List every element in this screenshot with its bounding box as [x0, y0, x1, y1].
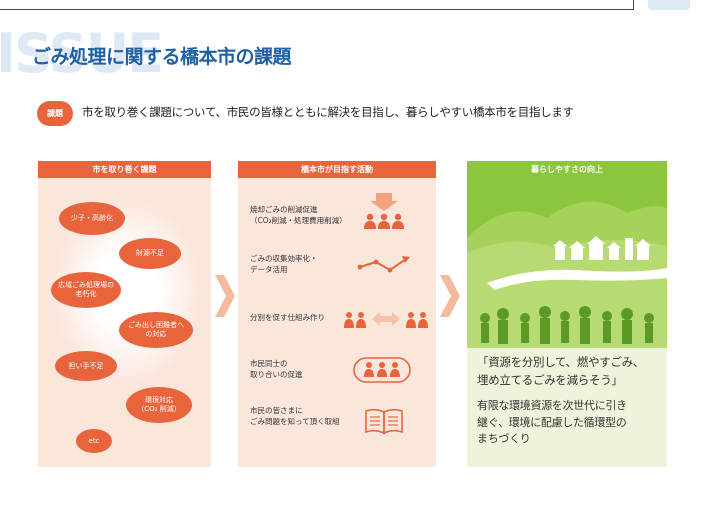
- top-corner-tab: [648, 0, 690, 10]
- activity-label: 市民の皆さまに ごみ問題を知って頂く取組: [250, 406, 340, 426]
- outcome-panel: 暮らしやすさの向上 「資源を分別して、燃やすごみ、 埋め立てるごみを減らそう」 …: [467, 161, 667, 467]
- town-illustration: [467, 178, 667, 348]
- exchange-icon: [344, 312, 428, 328]
- activities-heading: 橋本市が目指す活動: [238, 161, 436, 178]
- activity-label: 焼却ごみの削減促進 （CO₂削減・処理費用削減）: [250, 205, 347, 225]
- line-graph-icon: [357, 256, 410, 273]
- outcome-heading: 暮らしやすさの向上: [467, 161, 667, 178]
- issue-bubble: 環境対応 （CO₂ 削減）: [126, 387, 192, 423]
- outcome-description: 有限な環境資源を次世代に引き 継ぐ、環境に配慮した循環型の まちづくり: [477, 399, 627, 445]
- chevron-right-icon: [215, 275, 235, 317]
- issue-bubble: 広域ごみ処理場の 老朽化: [51, 272, 121, 308]
- activities-panel: 橋本市が目指す活動 焼却ごみの削減促進 （CO₂削減・処理費用削減） ごみの収集…: [238, 161, 436, 467]
- issue-bubble: ごみ出し困難者へ の対応: [119, 312, 193, 348]
- book-icon: [365, 408, 403, 435]
- page-title: ごみ処理に関する橋本市の課題: [32, 46, 292, 68]
- issues-panel: 市を取り巻く課題 少子・高齢化 財源不足 広域ごみ処理場の 老朽化 ごみ出し困難…: [38, 161, 211, 467]
- activity-label: ごみの収集効率化・ データ活用: [250, 254, 318, 274]
- people-reduction-icon: [364, 193, 404, 229]
- activity-label: 分別を促す仕組み作り: [250, 313, 325, 322]
- lead-text: 市を取り巻く課題について、市民の皆様とともに解決を目指し、暮らしやすい橋本市を目…: [82, 105, 574, 119]
- issue-watermark: ISSUE: [0, 22, 164, 85]
- issue-bubble: 財源不足: [119, 238, 181, 269]
- issue-badge: 課題: [37, 101, 73, 126]
- issue-bubble: 担い手不足: [55, 351, 117, 381]
- issue-bubble: etc: [76, 429, 112, 453]
- issues-heading: 市を取り巻く課題: [38, 161, 211, 178]
- issue-bubble: 少子・高齢化: [59, 202, 125, 235]
- activity-label: 市民同士の 取り合いの促進: [250, 359, 303, 379]
- top-rule-tick: [633, 0, 634, 10]
- community-icon: [353, 357, 411, 383]
- chevron-right-icon: [440, 275, 460, 317]
- top-rule: [0, 0, 633, 10]
- outcome-slogan: 「資源を分別して、燃やすごみ、 埋め立てるごみを減らそう」: [477, 355, 645, 387]
